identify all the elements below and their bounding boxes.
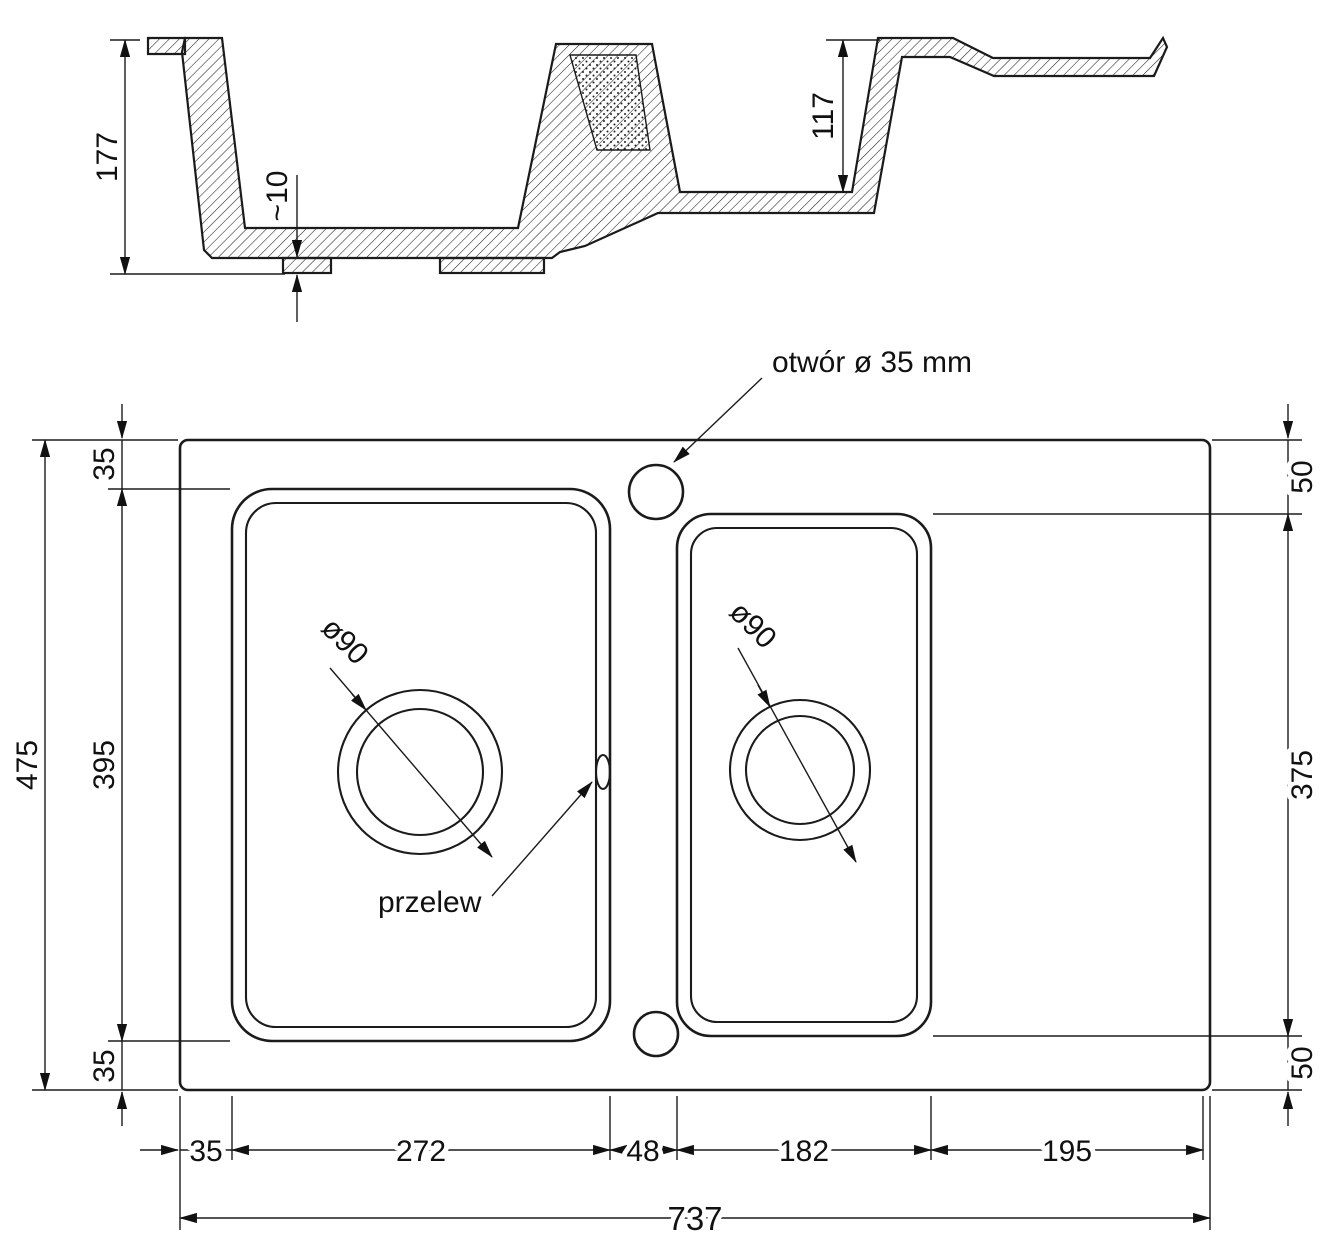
left-bowl-inner	[244, 501, 598, 1029]
section-body	[180, 35, 1169, 260]
annotation-overflow: przelew	[378, 781, 593, 919]
section-foot-left	[281, 256, 333, 275]
section-divider-stipple	[569, 54, 651, 151]
plan-view: otwór ø 35 mm przelew ø90 ø90	[178, 346, 1212, 1092]
dim-section-recess: ~10	[256, 166, 303, 322]
dim-label-bottom-35: 35	[189, 1135, 222, 1168]
dim-label-right-bottom-50: 50	[1286, 1046, 1319, 1079]
left-drain-outer	[336, 688, 504, 856]
right-drain-outer	[728, 698, 872, 842]
bottom-hole	[632, 1010, 680, 1058]
cross-section-view: 177 ~10 117	[86, 35, 1169, 322]
dim-label-48: 48	[626, 1135, 659, 1168]
plan-dims-right: 50 375 50	[933, 404, 1322, 1126]
section-left-rim-tab	[146, 36, 187, 56]
dim-label-left-bottom-35: 35	[88, 1049, 121, 1082]
dim-label-177: 177	[91, 132, 124, 182]
dim-label-recess: ~10	[261, 171, 294, 222]
dim-label-195: 195	[1042, 1135, 1092, 1168]
plan-dims-bottom: 35 272 48 182 195 737	[140, 1096, 1212, 1242]
annotation-tap-hole: otwór ø 35 mm	[673, 346, 972, 463]
section-foot-right	[438, 256, 546, 275]
dim-section-depth-right: 117	[802, 38, 880, 194]
right-bowl-inner	[689, 526, 919, 1024]
dim-label-272: 272	[396, 1135, 446, 1168]
dim-section-depth-left: 177	[86, 38, 285, 276]
drain-left-label: ø90	[315, 611, 375, 671]
right-bowl-outer	[675, 512, 933, 1038]
dim-label-737: 737	[667, 1200, 722, 1237]
dim-label-right-top-50: 50	[1286, 460, 1319, 493]
tap-hole-label: otwór ø 35 mm	[772, 346, 972, 379]
dim-label-117: 117	[807, 92, 840, 140]
plan-dims-left: 475 35 395 35	[6, 404, 230, 1126]
dim-label-182: 182	[779, 1135, 829, 1168]
left-drain-inner	[355, 707, 485, 837]
overflow-slot	[594, 753, 612, 791]
tap-hole	[627, 463, 685, 521]
annotation-drain-left: ø90	[310, 606, 493, 858]
overflow-label: przelew	[378, 886, 482, 919]
left-bowl-outer	[230, 487, 612, 1043]
dim-label-375: 375	[1286, 750, 1319, 800]
dim-label-395: 395	[88, 740, 121, 790]
drain-right-label: ø90	[723, 595, 783, 655]
right-drain-inner	[744, 714, 856, 826]
dim-label-left-top-35: 35	[88, 447, 121, 480]
sink-outline	[178, 438, 1212, 1092]
dim-label-475: 475	[11, 740, 44, 790]
